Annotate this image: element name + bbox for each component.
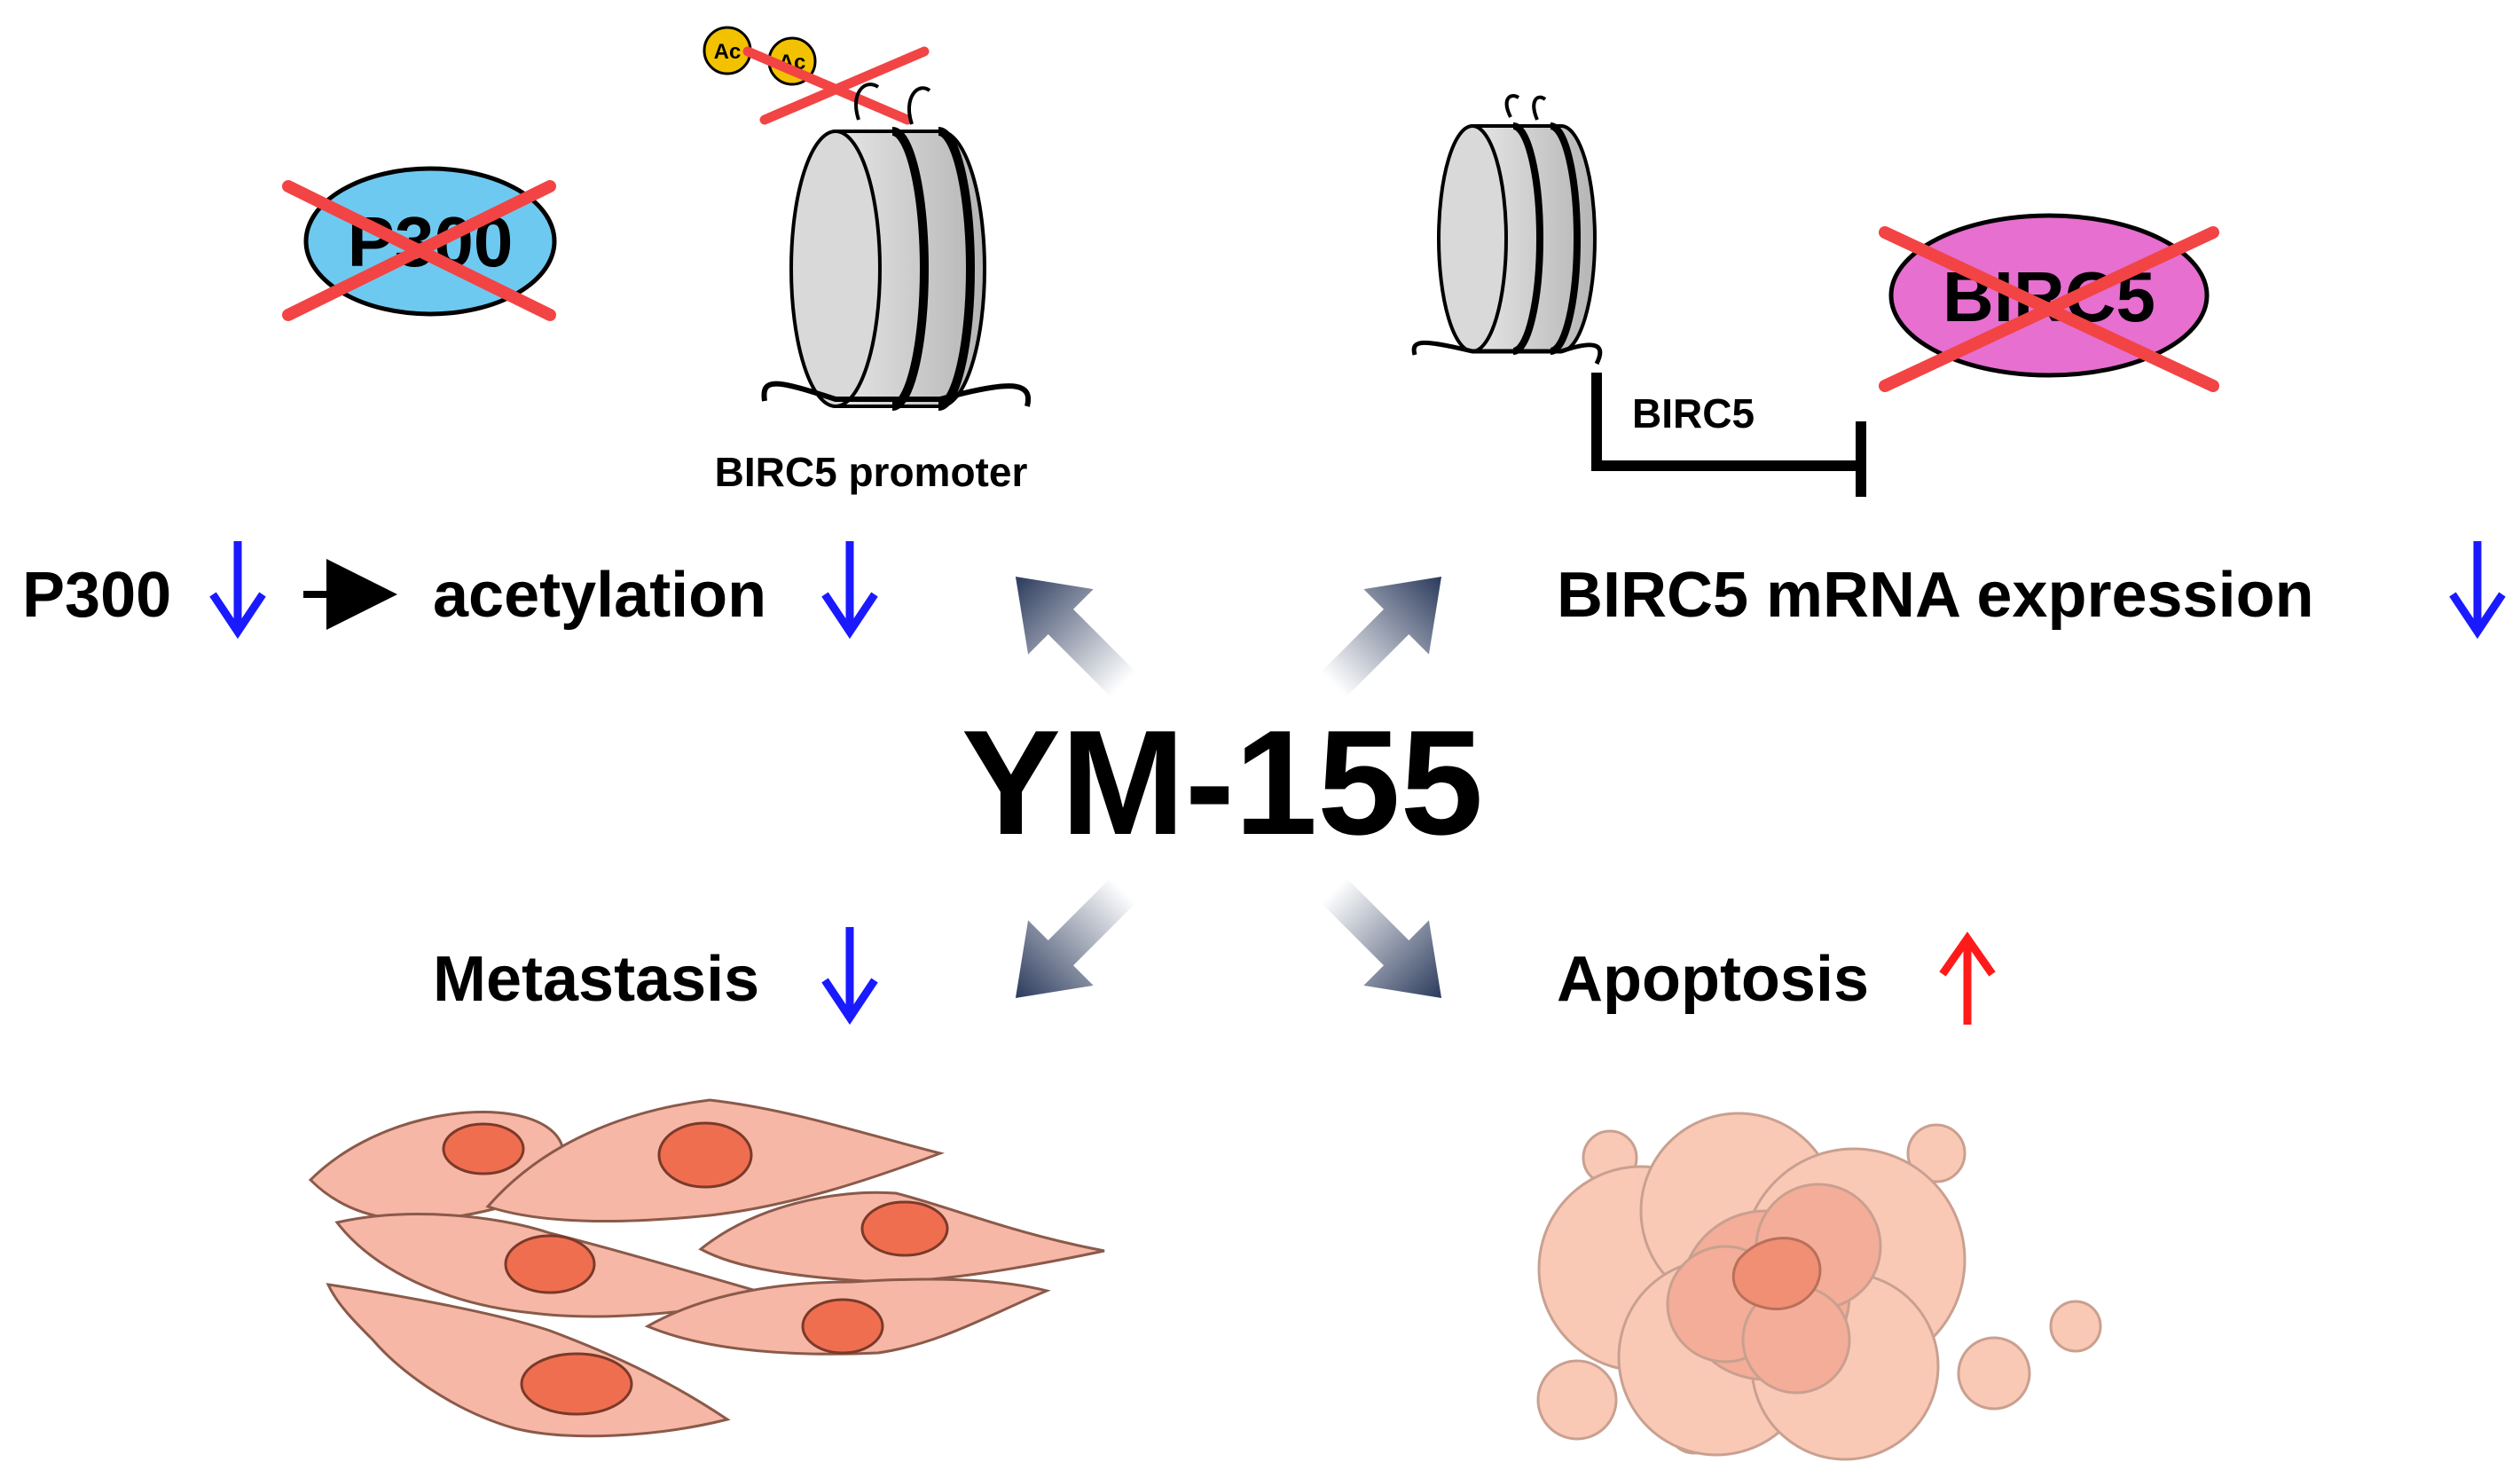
cell <box>698 1191 1105 1284</box>
apoptotic-cell <box>1536 1112 2102 1461</box>
cell <box>485 1098 946 1223</box>
arrow-to-metastasis-icon <box>1015 877 1136 999</box>
apoptosis-label: Apoptosis <box>1557 944 1869 1015</box>
birc5-ellipse <box>1888 213 2210 378</box>
promoter-nucleosome: Ac Ac BIRC5 promoter <box>703 26 1032 495</box>
cell <box>644 1277 1051 1356</box>
histone-octamer <box>789 127 986 411</box>
apoptotic-body <box>1957 1336 2031 1411</box>
apoptotic-body <box>2049 1300 2102 1353</box>
p300-protein: P300 <box>282 166 557 321</box>
birc5-cross-icon <box>1879 226 2219 392</box>
ym155-title: YM-155 <box>962 699 1483 866</box>
birc5-promoter-label: BIRC5 promoter <box>715 449 1028 495</box>
p300-label: P300 <box>22 560 171 631</box>
apoptotic-body <box>1906 1123 1967 1183</box>
arrow-to-acetylation-icon <box>1015 576 1136 697</box>
migrating-cells <box>308 1098 1105 1438</box>
cell <box>326 1283 731 1438</box>
svg-text:Ac: Ac <box>714 40 742 64</box>
birc5-gene-label: BIRC5 <box>1632 390 1755 436</box>
p300-down-arrow-icon <box>209 541 266 640</box>
gene-nucleosome: BIRC5 <box>1411 94 1866 497</box>
acetylation-cross-icon <box>742 46 930 125</box>
inhibition-line <box>1591 373 1861 471</box>
metastasis-down-arrow-icon <box>821 927 878 1026</box>
acetylation-label: acetylation <box>433 560 766 631</box>
arrow-to-birc5-mrna-icon <box>1321 576 1442 697</box>
fragmented-nucleus <box>1731 1237 1822 1311</box>
p300-cross-icon <box>282 180 556 321</box>
apoptosis-up-arrow-icon <box>1939 931 1996 1025</box>
acetylation-down-arrow-icon <box>821 541 878 640</box>
cell <box>334 1213 777 1318</box>
apoptotic-body <box>1536 1359 1618 1441</box>
arrow-to-apoptosis-icon <box>1321 877 1442 999</box>
birc5-mrna-down-arrow-icon <box>2449 541 2506 640</box>
birc5-protein: BIRC5 <box>1879 213 2219 392</box>
metastasis-label: Metastasis <box>433 944 759 1015</box>
birc5-mrna-label: BIRC5 mRNA expression <box>1557 560 2314 631</box>
